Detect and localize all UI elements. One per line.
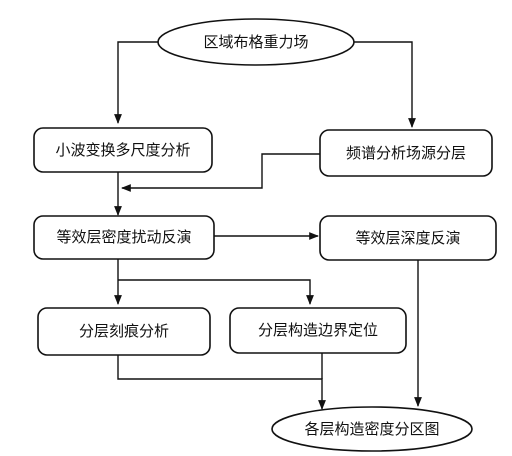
node-depth-inversion-label: 等效层深度反演 <box>355 229 460 247</box>
node-result: 各层构造密度分区图 <box>271 406 473 452</box>
edge-lineament-to-result <box>117 355 326 410</box>
edge-start-to-spectrum <box>354 41 416 128</box>
node-boundary-label: 分层构造边界定位 <box>258 321 378 339</box>
node-wavelet-label: 小波变换多尺度分析 <box>55 141 190 159</box>
node-depth-inversion: 等效层深度反演 <box>319 215 497 261</box>
node-lineament: 分层刻痕分析 <box>37 307 211 356</box>
edge-spectrum-to-density <box>121 153 320 192</box>
edge-density-to-boundary <box>118 279 314 305</box>
node-wavelet: 小波变换多尺度分析 <box>33 127 213 173</box>
node-density-inversion-label: 等效层密度扰动反演 <box>56 228 191 246</box>
node-spectrum-label: 频谱分析场源分层 <box>346 144 466 162</box>
edge-start-to-wavelet <box>114 41 158 124</box>
node-lineament-label: 分层刻痕分析 <box>79 322 169 340</box>
node-start-label: 区域布格重力场 <box>203 33 308 51</box>
node-result-label: 各层构造密度分区图 <box>304 420 439 438</box>
edges <box>114 41 422 410</box>
node-start: 区域布格重力场 <box>157 18 355 66</box>
node-boundary: 分层构造边界定位 <box>229 307 407 354</box>
node-spectrum: 频谱分析场源分层 <box>319 129 493 177</box>
node-density-inversion: 等效层密度扰动反演 <box>33 215 215 260</box>
